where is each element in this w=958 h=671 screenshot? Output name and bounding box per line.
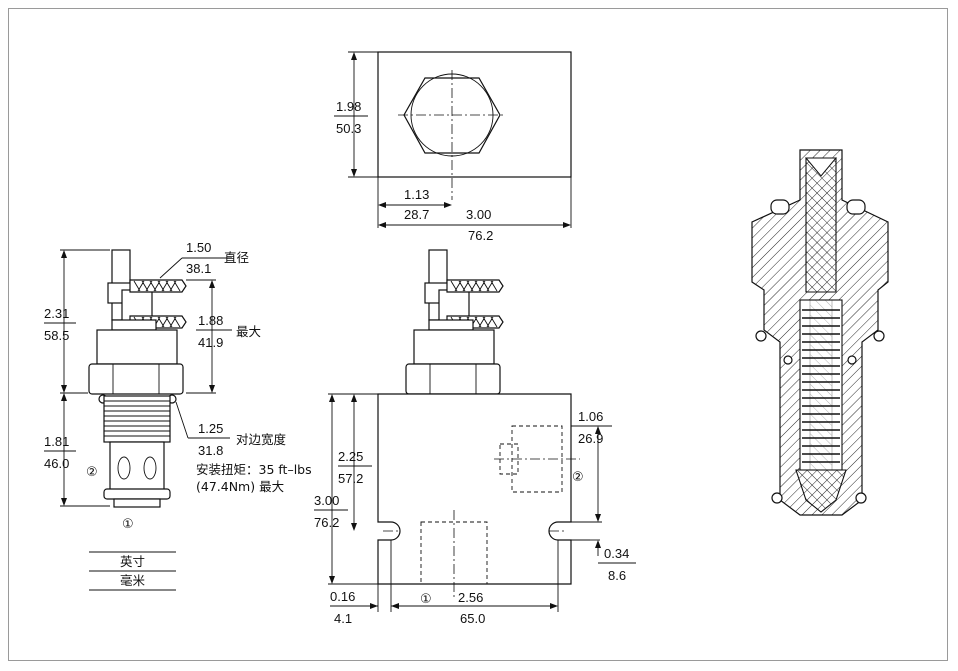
top-view <box>334 51 572 228</box>
side-view <box>44 249 232 508</box>
dim-right-mm: 26.9 <box>578 431 603 446</box>
dim-body-mm: 46.0 <box>44 456 69 471</box>
dim-top-height-mm: 50.3 <box>336 121 361 136</box>
dim-slot-in: 0.34 <box>604 546 629 561</box>
dim-hex-mm: 31.8 <box>198 443 223 458</box>
top-view-labels: 1.98 50.3 1.13 28.7 3.00 76.2 <box>336 99 493 243</box>
dim-upper-in: 2.25 <box>338 449 363 464</box>
dim-top-height-in: 1.98 <box>336 99 361 114</box>
front-view-labels: 1.06 26.9 ② 2.25 57.2 3.00 76.2 0.34 8.6… <box>314 409 629 626</box>
note-max: 最大 <box>236 324 261 339</box>
dim-body-in: 1.81 <box>44 434 69 449</box>
dim-height-mm: 76.2 <box>314 515 339 530</box>
dim-max-mm: 41.9 <box>198 335 223 350</box>
note-torque-line1: 安装扭矩：35 ft–lbs <box>196 462 312 477</box>
dim-hole-in: 2.56 <box>458 590 483 605</box>
dim-slot-mm: 8.6 <box>608 568 626 583</box>
legend-inch: 英寸 <box>120 554 145 569</box>
dim-top-offset-in: 1.13 <box>404 187 429 202</box>
units-legend: 英寸 毫米 <box>89 551 176 591</box>
dim-edge-mm: 4.1 <box>334 611 352 626</box>
port-2-label: ② <box>86 464 98 479</box>
dim-edge-in: 0.16 <box>330 589 355 604</box>
port-1-label: ① <box>122 516 134 531</box>
dim-head-dia-in: 1.50 <box>186 240 211 255</box>
note-torque-line2: (47.4Nm) 最大 <box>196 479 284 494</box>
port-2-label-front: ② <box>572 469 584 484</box>
dim-overall-in: 2.31 <box>44 306 69 321</box>
dim-hex-in: 1.25 <box>198 421 223 436</box>
port-1-label-front: ① <box>420 591 432 606</box>
dim-max-in: 1.88 <box>198 313 223 328</box>
dim-head-dia-mm: 38.1 <box>186 261 211 276</box>
side-view-labels: 1.50 38.1 直径 2.31 58.5 1.88 41.9 最大 1.25… <box>44 240 312 531</box>
note-across-flats: 对边宽度 <box>236 432 287 447</box>
drawing-frame <box>8 8 948 661</box>
section-view <box>751 149 889 516</box>
legend-mm: 毫米 <box>120 573 146 588</box>
front-view <box>314 249 636 612</box>
dim-right-in: 1.06 <box>578 409 603 424</box>
dim-top-offset-mm: 28.7 <box>404 207 429 222</box>
dim-top-width-in: 3.00 <box>466 207 491 222</box>
note-diameter: 直径 <box>224 250 249 265</box>
dim-height-in: 3.00 <box>314 493 339 508</box>
dim-overall-mm: 58.5 <box>44 328 69 343</box>
dim-top-width-mm: 76.2 <box>468 228 493 243</box>
dim-hole-mm: 65.0 <box>460 611 485 626</box>
dim-upper-mm: 57.2 <box>338 471 363 486</box>
